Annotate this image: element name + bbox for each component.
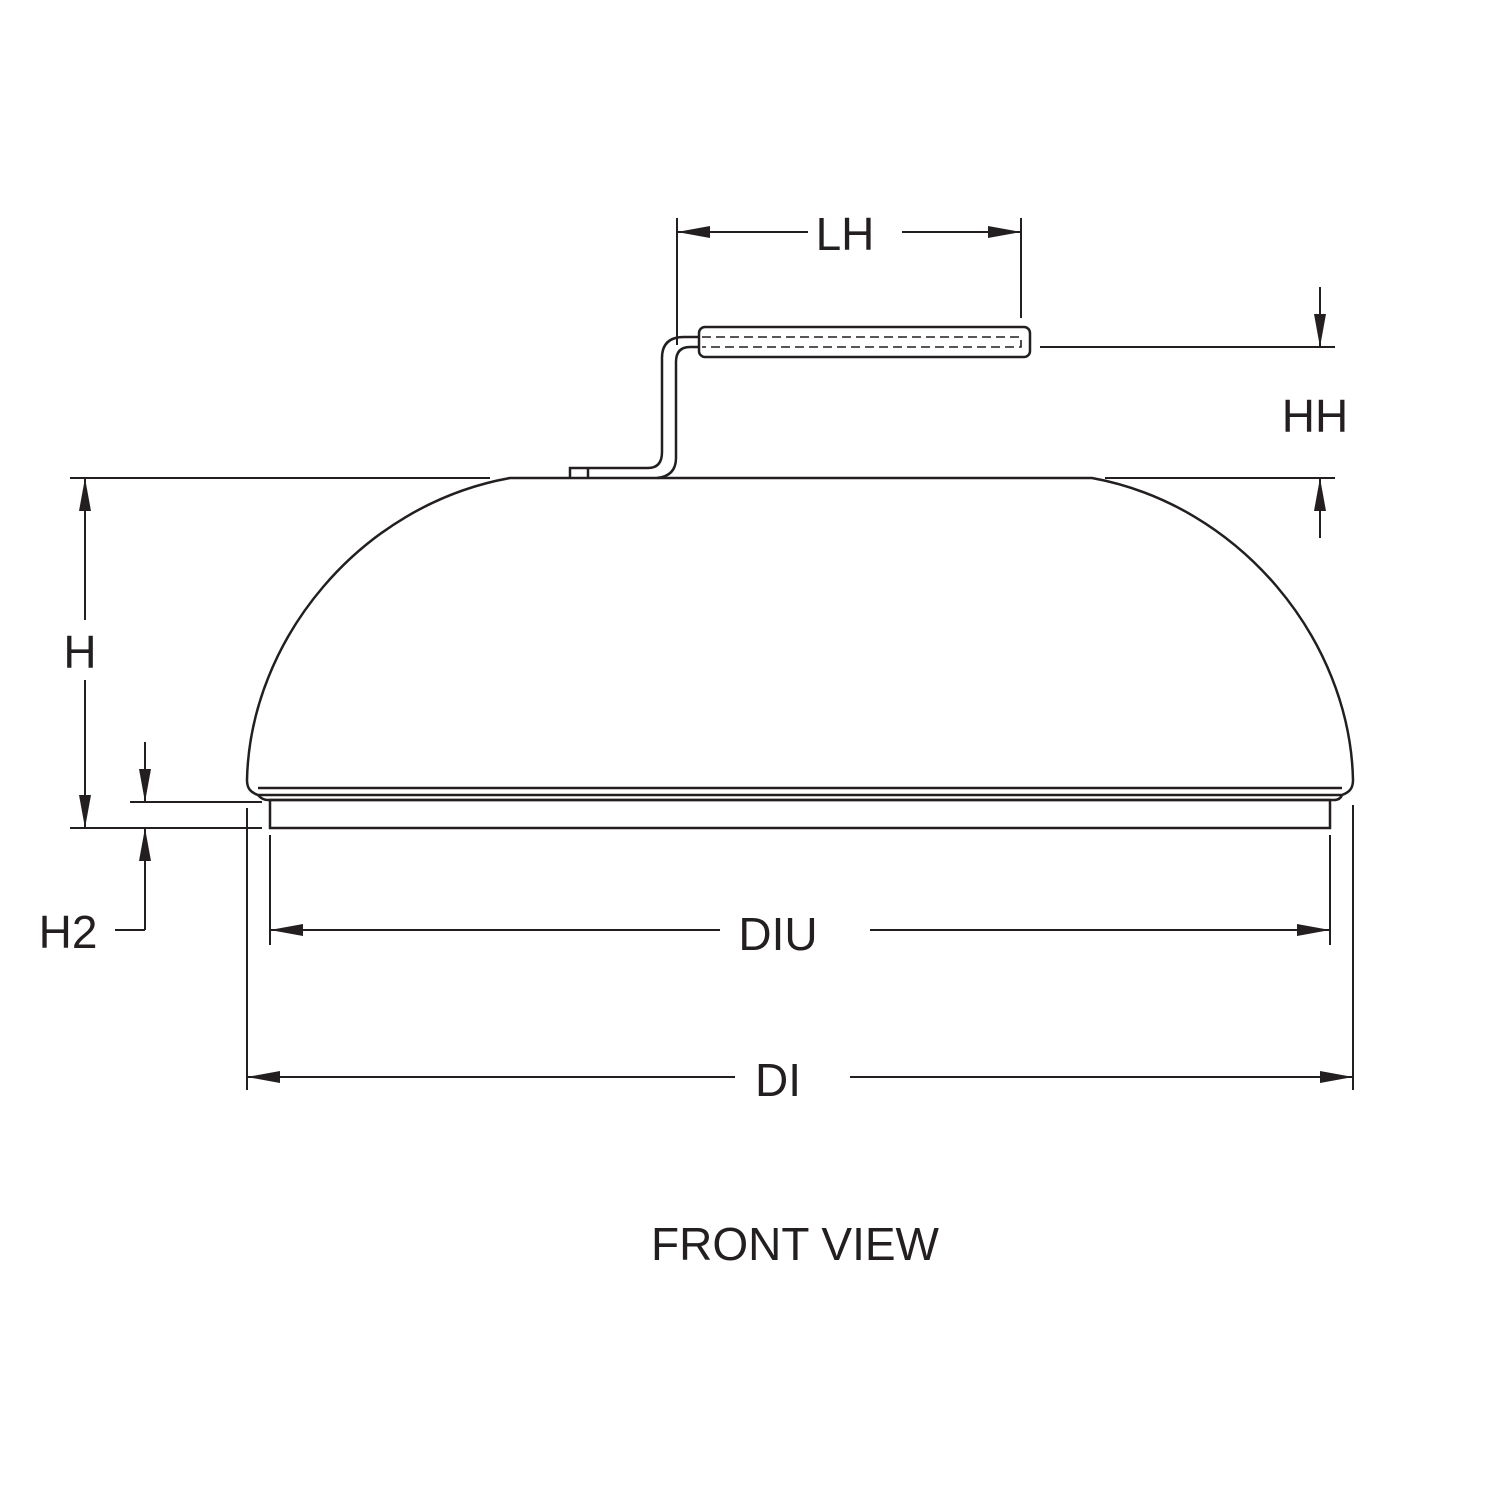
h2-dimension: H2 <box>39 742 262 958</box>
hh-label: HH <box>1282 390 1348 442</box>
di-label: DI <box>755 1054 801 1106</box>
skirt <box>268 798 1332 830</box>
h-label: H <box>63 626 96 678</box>
lh-label: LH <box>816 208 875 260</box>
handle-stem <box>568 335 699 478</box>
hh-dimension: HH <box>1040 287 1348 538</box>
lh-dimension: LH <box>676 208 1022 345</box>
diu-dimension: DIU <box>269 835 1331 960</box>
dome-outline <box>245 476 1355 797</box>
diu-label: DIU <box>738 908 817 960</box>
handle-grip <box>697 325 1032 359</box>
h2-label: H2 <box>39 906 98 958</box>
handle-stem-inner <box>656 345 699 480</box>
handle-hidden-rod <box>702 336 1022 348</box>
di-dimension: DI <box>246 805 1354 1106</box>
h-dimension: H <box>63 477 490 829</box>
view-caption: FRONT VIEW <box>651 1218 940 1270</box>
